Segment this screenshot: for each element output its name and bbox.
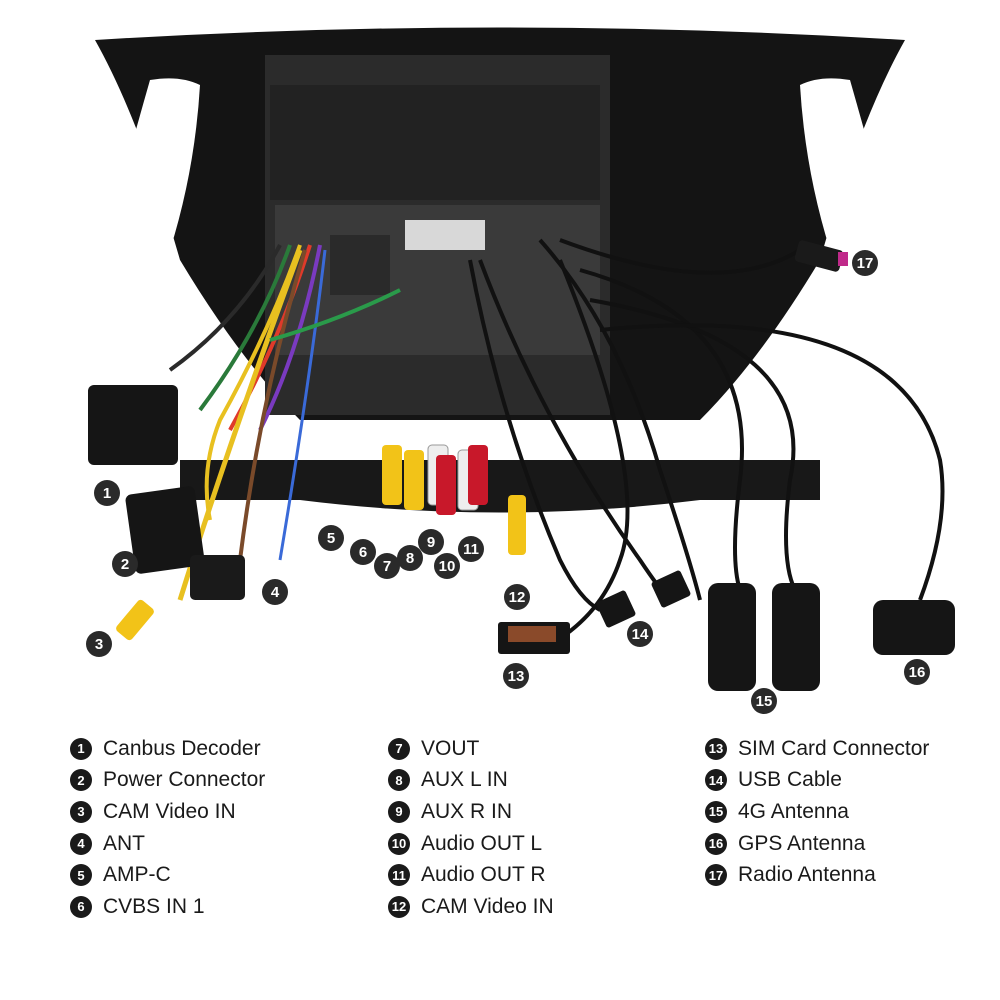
4g-antenna-right: [772, 583, 820, 691]
4g-antenna-left: [708, 583, 756, 691]
legend-number: 6: [70, 895, 92, 918]
legend-number: 5: [70, 864, 92, 887]
callout-2: 2: [112, 551, 138, 577]
connector-block: [405, 220, 485, 250]
legend-number: 13: [705, 737, 727, 760]
legend-item: 1 Canbus Decoder: [70, 733, 265, 765]
legend-item: 8 AUX L IN: [388, 765, 554, 797]
callout-1: 1: [94, 480, 120, 506]
callout-7: 7: [374, 553, 400, 579]
legend-number: 3: [70, 800, 92, 823]
usb-plug-a: [596, 590, 636, 628]
car-stereo-wiring-photo: [88, 27, 955, 691]
callout-8: 8: [397, 545, 423, 571]
legend-label: Audio OUT R: [421, 863, 546, 887]
canbus-decoder-box: [88, 385, 178, 465]
legend-number: 10: [388, 832, 410, 855]
legend-label: USB Cable: [738, 768, 842, 792]
callout-4: 4: [262, 579, 288, 605]
legend-label: CAM Video IN: [103, 799, 236, 823]
callout-6: 6: [350, 539, 376, 565]
legend-label: GPS Antenna: [738, 831, 866, 855]
legend-item: 17 Radio Antenna: [705, 859, 929, 891]
callout-9: 9: [418, 529, 444, 555]
callout-15: 15: [751, 688, 777, 714]
legend-number: 9: [388, 800, 410, 823]
legend-label: SIM Card Connector: [738, 736, 930, 760]
callout-12: 12: [504, 584, 530, 610]
callout-17: 17: [852, 250, 878, 276]
legend-number: 15: [705, 800, 727, 823]
legend-item: 6 CVBS IN 1: [70, 891, 265, 923]
legend-item: 3 CAM Video IN: [70, 796, 265, 828]
heatsink-grille: [330, 235, 390, 295]
radio-antenna-plug: [794, 240, 844, 272]
legend-number: 12: [388, 895, 410, 918]
legend-label: 4G Antenna: [738, 799, 849, 823]
legend-label: Audio OUT L: [421, 831, 543, 855]
callout-14: 14: [627, 621, 653, 647]
legend-item: 13 SIM Card Connector: [705, 733, 929, 765]
legend-number: 14: [705, 769, 727, 792]
legend-label: CAM Video IN: [421, 894, 554, 918]
legend-item: 12 CAM Video IN: [388, 891, 554, 923]
legend-label: Radio Antenna: [738, 863, 876, 887]
lower-bracket: [180, 460, 820, 513]
legend-number: 2: [70, 769, 92, 792]
legend-label: AUX R IN: [421, 799, 513, 823]
gps-antenna: [873, 600, 955, 655]
power-connector-block: [125, 486, 205, 574]
legend-label: AUX L IN: [421, 768, 508, 792]
amp-connector: [190, 555, 245, 600]
legend-item: 11 Audio OUT R: [388, 859, 554, 891]
legend-number: 17: [705, 864, 727, 887]
callout-5: 5: [318, 525, 344, 551]
legend-column-1: 1 Canbus Decoder 2 Power Connector 3 CAM Vi…: [70, 733, 265, 923]
rca-connectors: [116, 444, 526, 641]
callout-11: 11: [458, 536, 484, 562]
callout-3: 3: [86, 631, 112, 657]
usb-plug-b: [651, 570, 691, 608]
legend-item: 16 GPS Antenna: [705, 828, 929, 860]
callout-10: 10: [434, 553, 460, 579]
legend-item: 2 Power Connector: [70, 765, 265, 797]
callout-13: 13: [503, 663, 529, 689]
legend-label: ANT: [103, 831, 145, 855]
legend-number: 8: [388, 769, 410, 792]
legend-number: 1: [70, 737, 92, 760]
legend-item: 4 ANT: [70, 828, 265, 860]
legend-item: 14 USB Cable: [705, 765, 929, 797]
legend-number: 11: [388, 864, 410, 887]
legend-item: 10 Audio OUT L: [388, 828, 554, 860]
rear-upper-plate: [270, 85, 600, 200]
antenna-cables: [468, 238, 945, 652]
callout-16: 16: [904, 659, 930, 685]
bezel-left-cutout: [110, 78, 200, 250]
legend-item: 5 AMP-C: [70, 859, 265, 891]
legend-number: 16: [705, 832, 727, 855]
legend-label: Power Connector: [103, 768, 266, 792]
legend-label: CVBS IN 1: [103, 894, 205, 918]
legend-column-3: 13 SIM Card Connector 14 USB Cable 15 4G An…: [705, 733, 929, 891]
legend-number: 7: [388, 737, 410, 760]
legend-label: AMP-C: [103, 863, 171, 887]
legend-item: 15 4G Antenna: [705, 796, 929, 828]
legend-item: 7 VOUT: [388, 733, 554, 765]
bezel-right-cutout: [800, 78, 890, 250]
legend-item: 9 AUX R IN: [388, 796, 554, 828]
legend-label: Canbus Decoder: [103, 736, 261, 760]
legend-label: VOUT: [421, 736, 480, 760]
legend-number: 4: [70, 832, 92, 855]
